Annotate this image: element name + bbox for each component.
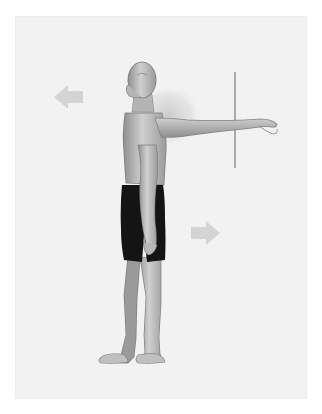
- illustration-panel: [15, 16, 307, 399]
- arrow-left-icon: [54, 85, 83, 109]
- arrow-right-icon: [191, 221, 220, 245]
- anatomy-illustration: [16, 17, 308, 400]
